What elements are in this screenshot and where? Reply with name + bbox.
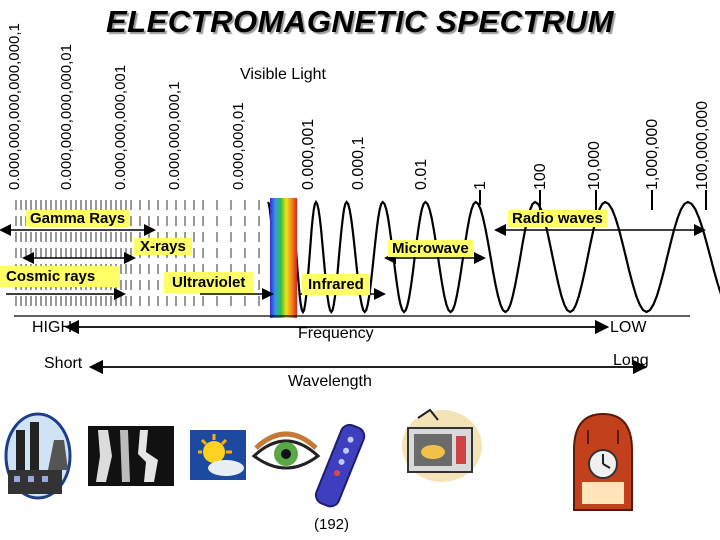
- frequency-high-label: HIGH: [32, 319, 72, 336]
- visible-light-bar: [270, 198, 297, 318]
- page-title: ELECTROMAGNETIC SPECTRUM: [106, 4, 614, 39]
- xray-image-icon: [88, 426, 174, 486]
- wavelength-label: Wavelength: [288, 373, 372, 390]
- ultraviolet-label: Ultraviolet: [164, 272, 254, 293]
- power-plant-icon: [4, 412, 72, 500]
- radio-waves-label: Radio waves: [508, 210, 607, 227]
- frequency-label: Frequency: [298, 325, 374, 342]
- radio-icon: [573, 412, 633, 511]
- eye-icon: [251, 431, 321, 470]
- gamma-rays-label: Gamma Rays: [26, 210, 130, 227]
- frequency-low-label: LOW: [610, 319, 647, 336]
- visible-light-label: Visible Light: [240, 66, 326, 83]
- x-rays-label: X-rays: [134, 238, 192, 255]
- wavelength-long-label: Long: [613, 352, 649, 369]
- microwave-oven-icon: [402, 408, 482, 482]
- wavelength-short-label: Short: [44, 355, 83, 372]
- remote-control-icon: [314, 423, 366, 508]
- sun-icon: [190, 430, 246, 480]
- page-number: (192): [314, 516, 350, 533]
- infrared-label: Infrared: [302, 274, 370, 295]
- cosmic-rays-label: Cosmic rays: [0, 266, 120, 287]
- wave-curve: [267, 199, 720, 315]
- microwave-label: Microwave: [388, 240, 473, 257]
